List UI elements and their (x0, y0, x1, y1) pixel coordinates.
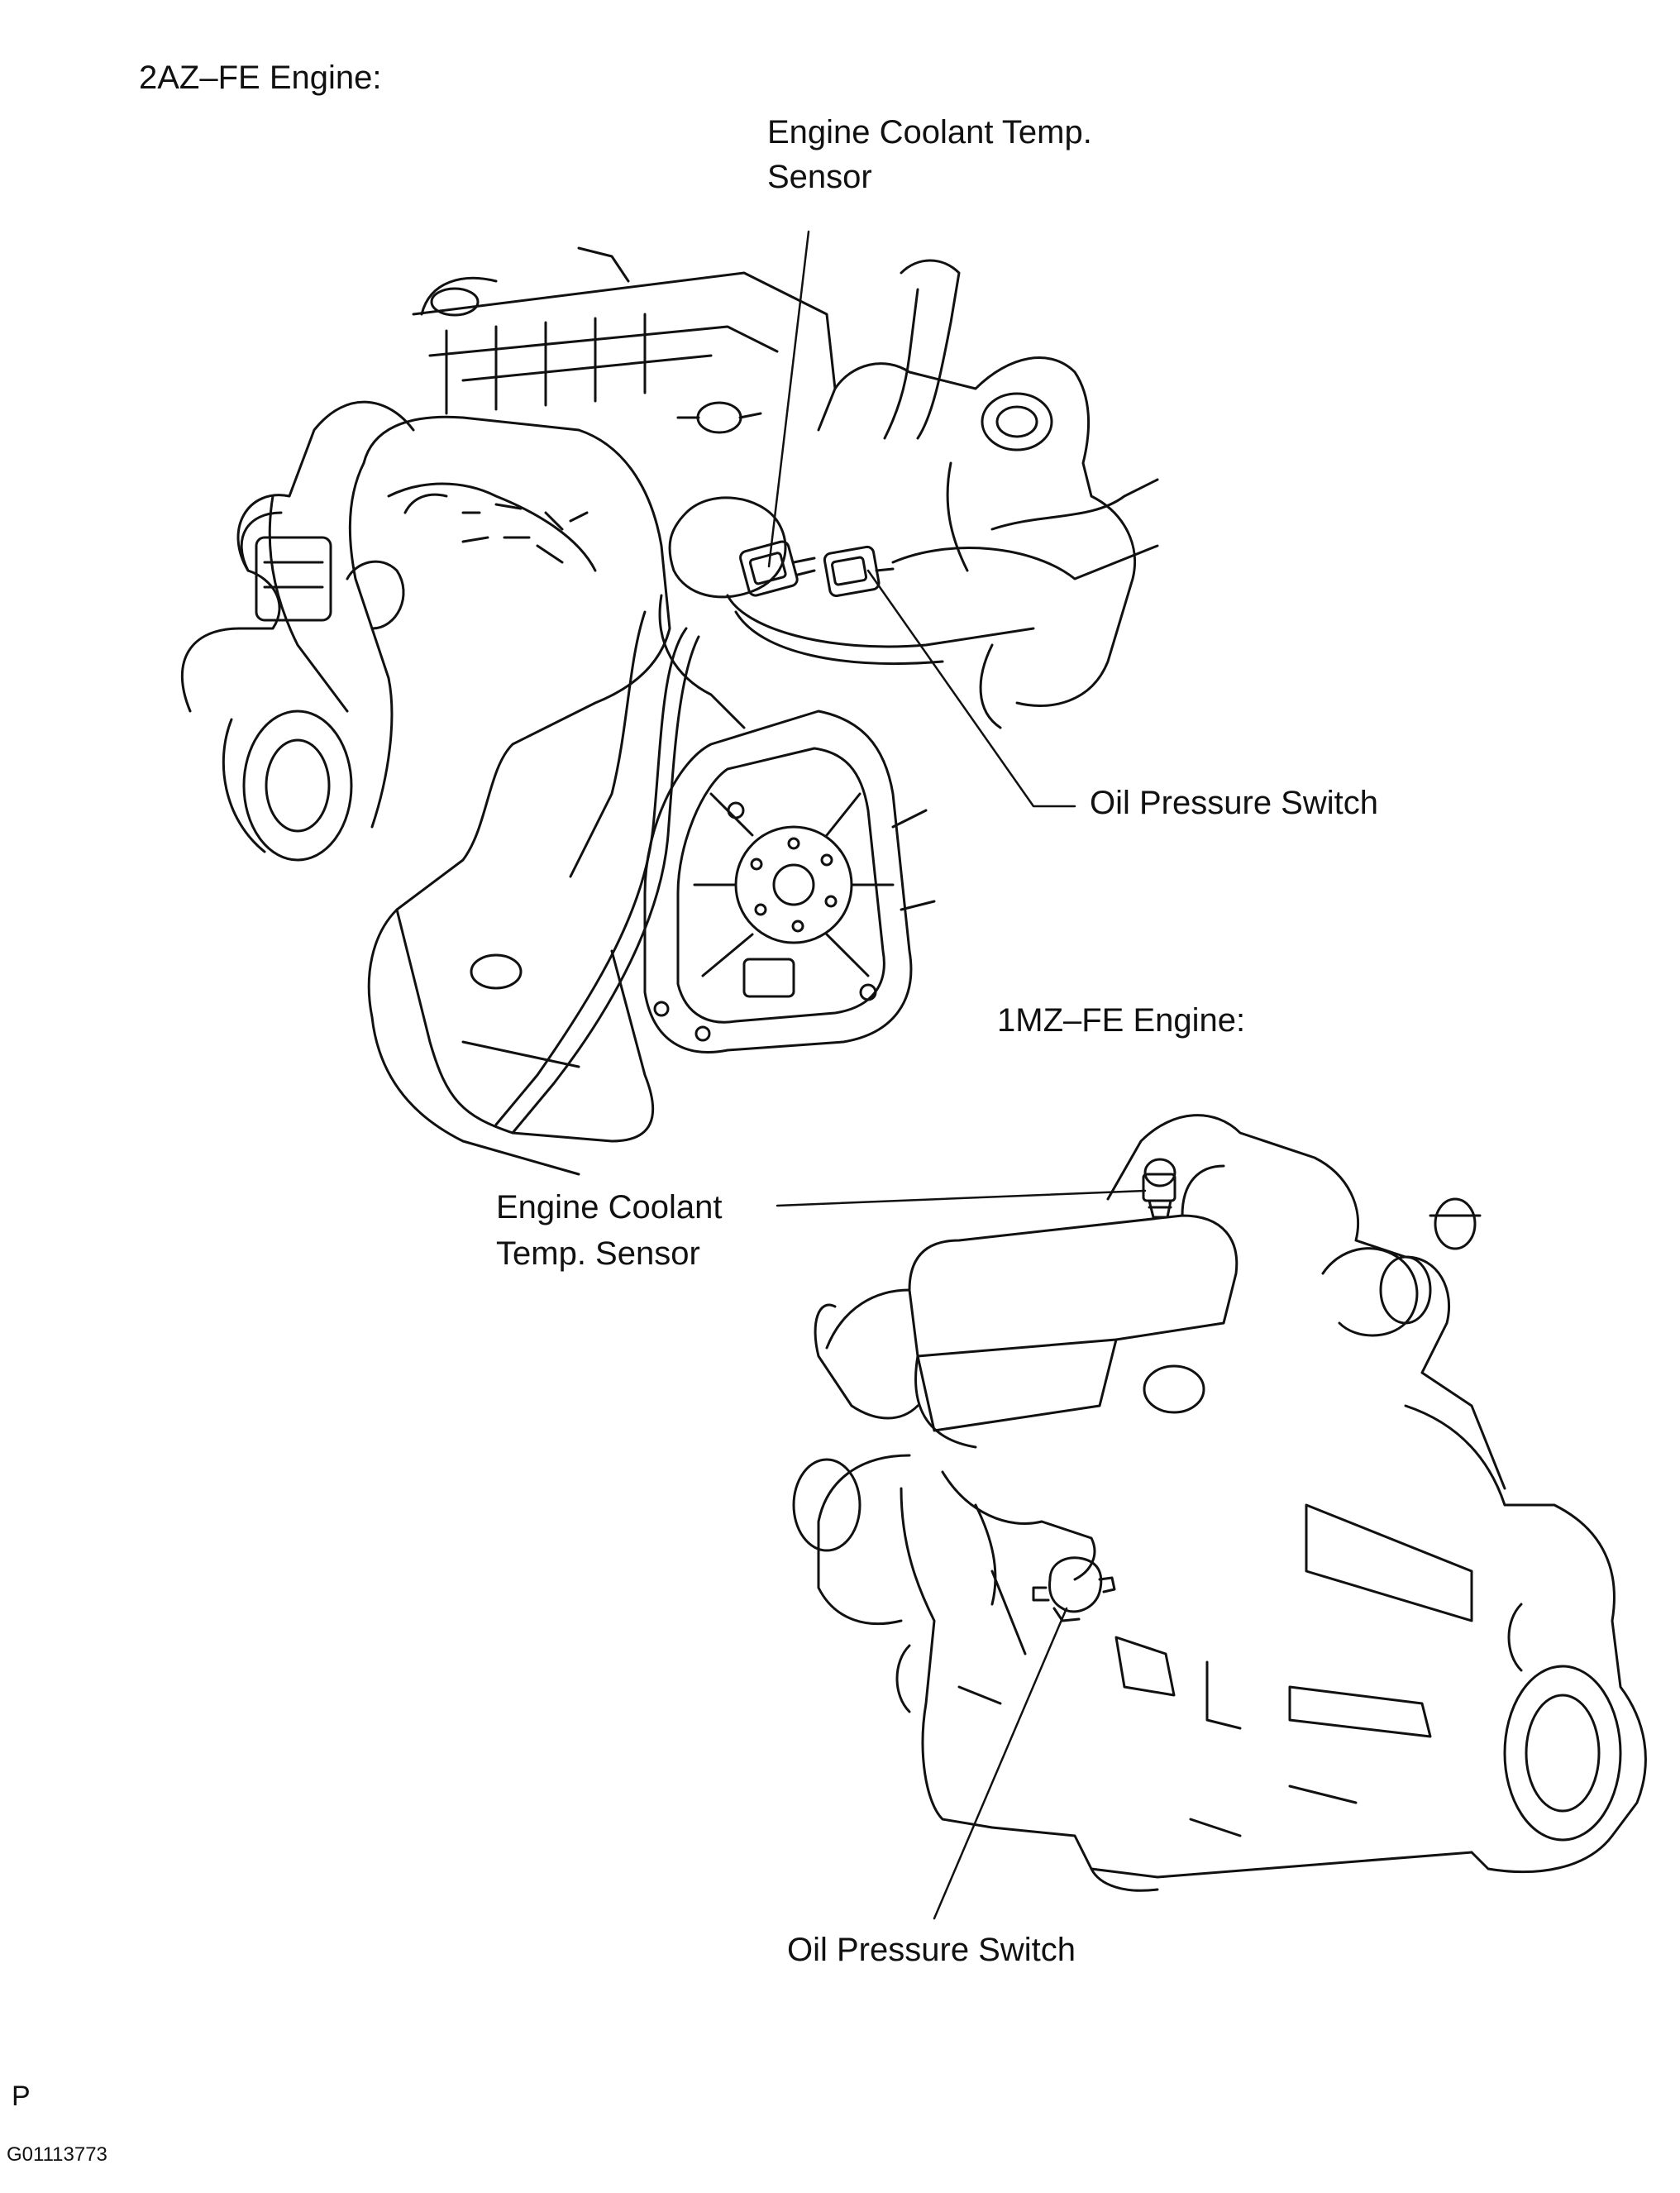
engine-1mz-illustration (792, 1114, 1647, 1892)
engine-1mz-title: 1MZ–FE Engine: (997, 1002, 1246, 1039)
leader-2az-coolant (767, 230, 810, 568)
figure-code: G01113773 (7, 2143, 107, 2166)
engine-2az-oil-label: Oil Pressure Switch (1090, 785, 1378, 821)
engine-2az-illustration (180, 246, 1159, 1176)
leader-2az-oil (866, 569, 1076, 808)
engine-2az-title: 2AZ–FE Engine: (139, 60, 382, 96)
engine-1mz-coolant-label-line2: Temp. Sensor (496, 1235, 700, 1272)
engine-1mz-oil-label: Oil Pressure Switch (787, 1932, 1076, 1968)
footer-mark: P (12, 2081, 31, 2112)
leader-1mz-coolant (776, 1189, 1147, 1207)
engine-2az-coolant-label-line2: Sensor (767, 159, 872, 195)
engine-2az-coolant-label-line1: Engine Coolant Temp. (767, 114, 1092, 150)
leader-1mz-oil (933, 1607, 1068, 1920)
engine-1mz-coolant-label-line1: Engine Coolant (496, 1189, 723, 1226)
leader-lines (767, 230, 1147, 1920)
